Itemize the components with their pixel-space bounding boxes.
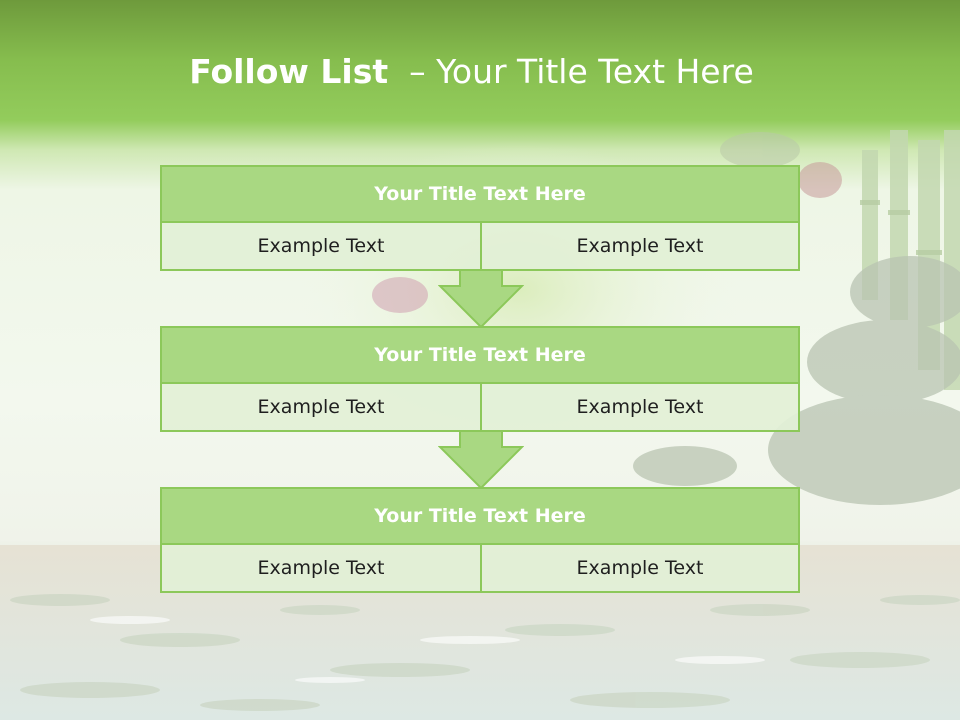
flow-step-2: Your Title Text Here Example Text Exampl… [160,326,800,432]
flow-step-1: Your Title Text Here Example Text Exampl… [160,165,800,271]
slide-title-bold: Follow List [189,52,389,91]
stones [633,256,960,505]
flow-step-cell-left: Example Text [162,223,482,269]
flow-step-cell-right: Example Text [482,545,798,591]
flow-step-cell-right: Example Text [482,223,798,269]
flow-step-title: Your Title Text Here [162,328,798,384]
water-ripples [10,594,960,711]
flow-step-cell-left: Example Text [162,545,482,591]
flow-step-title: Your Title Text Here [162,167,798,223]
flow-step-3: Your Title Text Here Example Text Exampl… [160,487,800,593]
down-arrow-icon [438,431,524,489]
down-arrow-icon [438,270,524,328]
slide-title: Follow List – Your Title Text Here [0,52,943,91]
flow-step-title: Your Title Text Here [162,489,798,545]
flow-step-cell-right: Example Text [482,384,798,430]
flow-step-cell-left: Example Text [162,384,482,430]
slide-title-rest: – Your Title Text Here [409,52,754,91]
